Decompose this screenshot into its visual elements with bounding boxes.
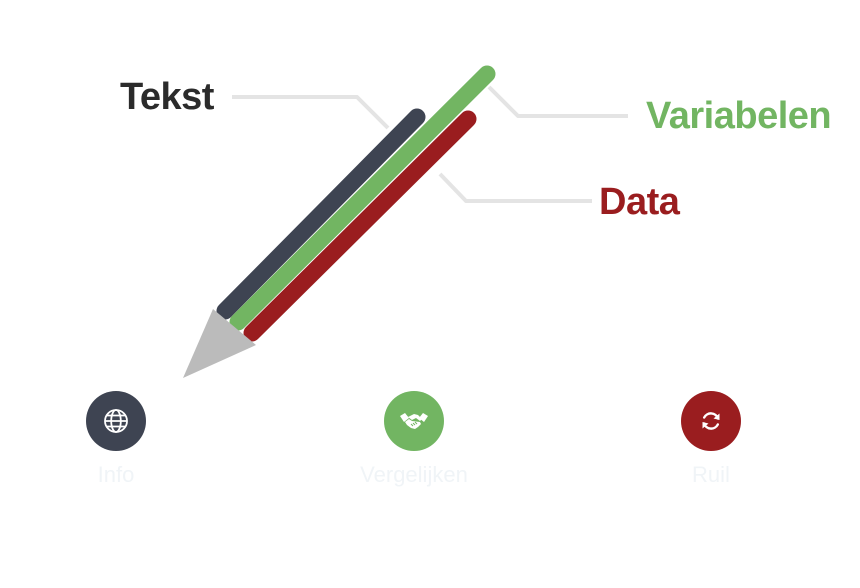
vergelijken-caption: Vergelijken <box>360 462 468 487</box>
leader-line-variabelen <box>487 85 628 118</box>
pencil-stroke-data <box>243 110 477 342</box>
ruil-caption: Ruil <box>692 462 730 487</box>
leader-line-tekst <box>232 95 390 130</box>
leader-line-data <box>438 172 592 203</box>
info-button[interactable] <box>86 391 146 451</box>
globe-icon <box>104 409 128 433</box>
pencil-stroke-variabelen <box>229 65 496 331</box>
label-tekst: Tekst <box>120 76 214 118</box>
label-data: Data <box>599 181 680 223</box>
pencil-stroke-tekst <box>216 108 426 320</box>
refresh-icon <box>702 412 720 430</box>
pencil-tip <box>183 309 256 378</box>
ruil-button[interactable] <box>681 391 741 451</box>
handshake-icon <box>400 413 428 429</box>
vergelijken-button[interactable] <box>384 391 444 451</box>
info-caption: Info <box>97 462 135 487</box>
label-variabelen: Variabelen <box>646 95 832 137</box>
